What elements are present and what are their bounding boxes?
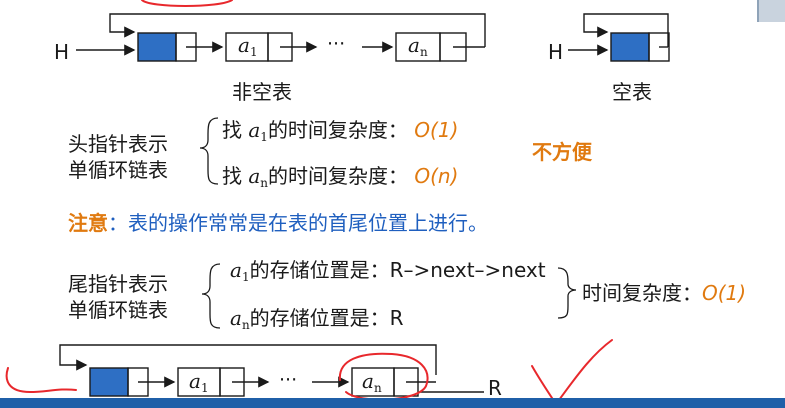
caption-nonempty: 非空表 <box>232 80 292 104</box>
head-row-2: 找 an的时间复杂度： O(n) <box>222 164 459 190</box>
red-mark-left <box>5 367 77 394</box>
head-section-title-2: 单循环链表 <box>68 158 168 182</box>
tail-section-title-1: 尾指针表示 <box>68 272 168 296</box>
head-row-1: 找 a1的时间复杂度： O(1) <box>222 118 459 144</box>
red-circle-an <box>338 352 429 401</box>
note-label: 注意 <box>68 211 108 235</box>
tail-pointer-label: R <box>488 376 502 400</box>
remark-inconvenient: 不方便 <box>532 140 592 164</box>
complexity-on: O(n) <box>414 164 459 188</box>
bottom-node-a1-label: a1 <box>189 369 209 395</box>
braces <box>199 117 577 329</box>
ellipsis: ··· <box>327 33 346 55</box>
red-checkmark <box>531 339 613 406</box>
empty-head-node <box>610 32 650 62</box>
bottom-head-node <box>89 367 129 397</box>
bottom-node-an-label: an <box>362 369 382 395</box>
head-node <box>137 32 177 62</box>
caption-empty: 空表 <box>612 80 652 104</box>
top-empty-list <box>568 13 670 62</box>
thumbnail-corner <box>757 0 785 22</box>
brace-head <box>199 117 219 185</box>
node-a1-label: a1 <box>238 33 258 59</box>
note-text: ：表的操作常常是在表的首尾位置上进行。 <box>108 211 488 235</box>
bottom-list <box>59 344 484 397</box>
red-annotations <box>5 0 613 406</box>
head-section-title-1: 头指针表示 <box>68 132 168 156</box>
brace-tail-left <box>201 263 221 329</box>
note-line: 注意：表的操作常常是在表的首尾位置上进行。 <box>68 207 488 236</box>
red-circle-top <box>141 0 233 7</box>
bottom-bar <box>0 398 785 408</box>
tail-section-title-2: 单循环链表 <box>68 298 168 322</box>
tail-complexity: 时间复杂度：O(1) <box>582 281 747 305</box>
head-label: H <box>54 40 70 64</box>
bottom-ellipsis: ··· <box>279 369 298 391</box>
tail-row-2: an的存储位置是：R <box>230 306 404 332</box>
brace-tail-right <box>557 267 577 319</box>
top-nonempty-list <box>76 13 486 62</box>
head-label-empty: H <box>548 40 564 64</box>
node-an-label: an <box>408 33 428 59</box>
tail-row-1: a1的存储位置是：R–>next–>next <box>230 258 546 284</box>
complexity-o1: O(1) <box>414 118 459 142</box>
